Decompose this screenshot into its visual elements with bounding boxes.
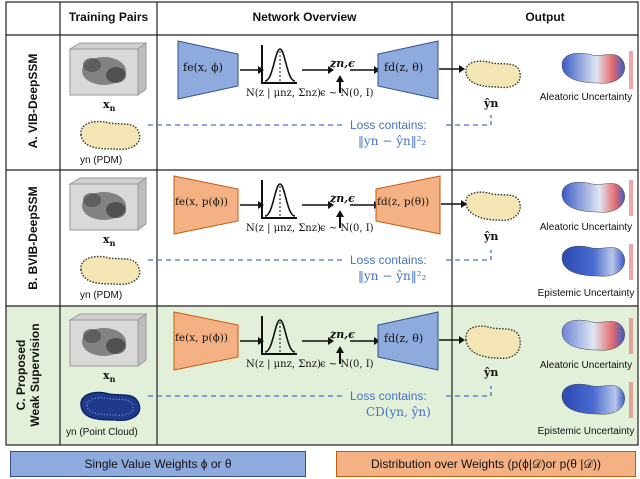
flow-arrows (240, 337, 380, 364)
uncertainty-map-epistemic (561, 244, 633, 280)
shape-label: yn (PDM) (80, 290, 123, 301)
encoder-label: fe(x, p(ϕ)) (175, 196, 228, 208)
ct-image-volume (68, 177, 148, 231)
loss-connector (148, 250, 492, 261)
loss-title: Loss contains: (350, 118, 427, 132)
point-cloud-shape (80, 391, 141, 421)
gaussian-icon (261, 180, 297, 219)
legend-distribution: Distribution over Weights (p(ϕ|𝒟)or p(θ … (336, 451, 636, 477)
ct-image-volume (68, 42, 148, 96)
gaussian-icon (261, 45, 297, 84)
latent-label: zn,ϵ (330, 192, 355, 205)
legend-single-value: Single Value Weights ϕ or θ (10, 451, 306, 477)
output-arrow (439, 336, 465, 344)
loss-connector (148, 386, 492, 397)
image-label-xn: xn (103, 233, 116, 249)
shape-label: yn (Point Cloud) (66, 427, 138, 438)
latent-label: zn,ϵ (330, 328, 355, 341)
uncertainty-label-0: Aleatoric Uncertainty (539, 92, 633, 103)
pdm-shape (80, 120, 141, 151)
row-a: xn yn (PDM) fe(x, ϕ) N(z | μnz, Σnz) zn,… (0, 35, 640, 170)
decoder-block (377, 40, 439, 100)
decoder-label: fd(z, θ) (384, 332, 424, 345)
uncertainty-map-aleatoric (561, 180, 633, 216)
distribution-label: N(z | μnz, Σnz) (246, 223, 321, 234)
loss-expression: CD(yn, ŷn) (366, 405, 431, 419)
predicted-shape (465, 325, 521, 360)
encoder-block (173, 311, 239, 371)
loss-expression: ‖yn − ŷn‖²₂ (358, 269, 427, 283)
distribution-label: N(z | μnz, Σnz) (246, 88, 321, 99)
loss-title: Loss contains: (350, 389, 427, 403)
output-arrow (441, 200, 467, 208)
image-label-xn: xn (103, 369, 116, 385)
flow-arrows (240, 66, 380, 93)
loss-connector (148, 115, 492, 126)
uncertainty-label-0: Aleatoric Uncertainty (539, 222, 633, 233)
predicted-shape (465, 191, 521, 222)
output-label: ŷn (484, 97, 499, 110)
loss-expression: ‖yn − ŷn‖²₂ (358, 134, 427, 148)
encoder-label: fe(x, p(ϕ)) (175, 332, 228, 344)
output-label: ŷn (484, 230, 499, 243)
shape-label: yn (PDM) (80, 155, 123, 166)
noise-label: ϵ ~ N(0, I) (320, 359, 374, 370)
encoder-block (173, 175, 239, 235)
uncertainty-label-0: Aleatoric Uncertainty (539, 360, 633, 371)
decoder-label: fd(z, θ) (384, 61, 424, 74)
decoder-block (377, 311, 439, 371)
row-b: xn yn (PDM) fe(x, p(ϕ)) N(z | μnz, Σnz) … (0, 170, 640, 306)
encoder-block (177, 40, 239, 100)
encoder-label: fe(x, ϕ) (183, 61, 223, 74)
image-label-xn: xn (103, 98, 116, 114)
header-output: Output (525, 10, 565, 24)
row-c: xn yn (Point Cloud) fe(x, p(ϕ)) N(z | μn… (0, 306, 640, 445)
pdm-shape (80, 255, 141, 286)
uncertainty-map-aleatoric (561, 318, 633, 354)
noise-label: ϵ ~ N(0, I) (320, 88, 374, 99)
uncertainty-map-aleatoric (561, 51, 633, 89)
distribution-label: N(z | μnz, Σnz) (246, 359, 321, 370)
gaussian-icon (261, 316, 297, 355)
uncertainty-label-1: Epistemic Uncertainty (537, 426, 635, 437)
decoder-block (375, 175, 441, 235)
decoder-label: fd(z, p(θ)) (377, 196, 430, 208)
ct-image-volume (68, 313, 148, 367)
header-training-pairs: Training Pairs (68, 10, 149, 24)
output-label: ŷn (484, 366, 499, 379)
legend-distribution-text: Distribution over Weights (p(ϕ|𝒟)or p(θ … (371, 456, 601, 471)
latent-label: zn,ϵ (330, 57, 355, 70)
uncertainty-label-1: Epistemic Uncertainty (537, 288, 635, 299)
predicted-shape (465, 60, 521, 89)
output-arrow (439, 65, 465, 73)
uncertainty-map-epistemic (561, 382, 633, 418)
header-network-overview: Network Overview (252, 10, 357, 24)
loss-title: Loss contains: (350, 253, 427, 267)
legend-single-text: Single Value Weights ϕ or θ (84, 457, 232, 471)
noise-label: ϵ ~ N(0, I) (320, 223, 374, 234)
